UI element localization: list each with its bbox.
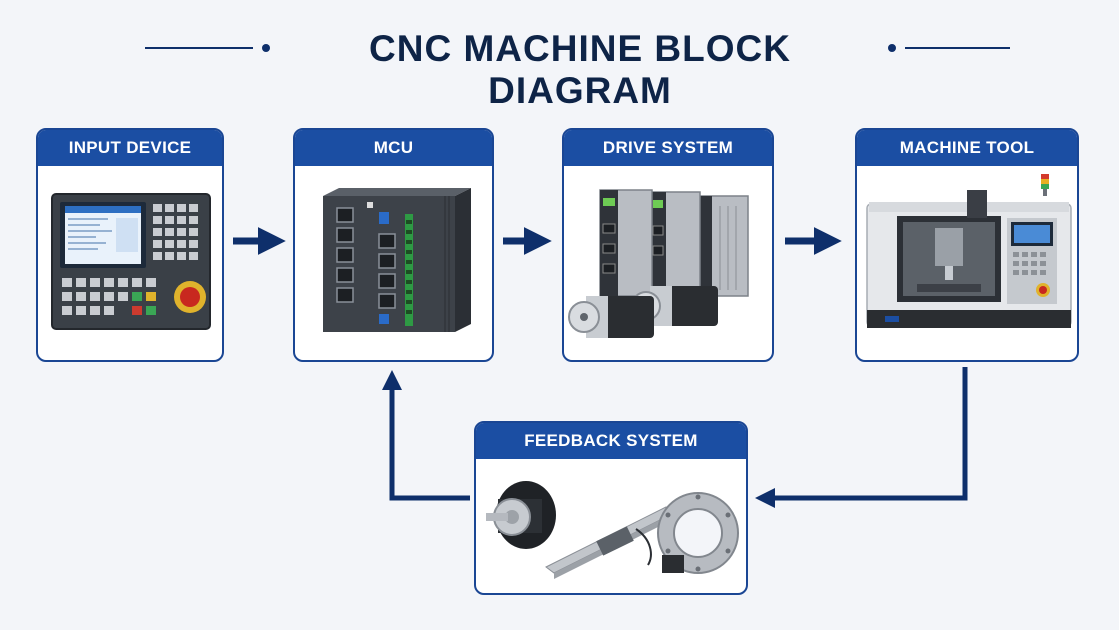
title-left-dot (262, 44, 270, 52)
title-left-line (145, 47, 253, 49)
block-drive-system-title: DRIVE SYSTEM (564, 130, 772, 166)
block-input-device: INPUT DEVICE (36, 128, 224, 362)
servo-drive-motor-icon (568, 189, 749, 338)
machine-tool-image (857, 166, 1077, 360)
block-machine-tool-title: MACHINE TOOL (857, 130, 1077, 166)
mcu-image (295, 166, 492, 360)
block-mcu-title: MCU (295, 130, 492, 166)
title-right-dot (888, 44, 896, 52)
drive-system-image (564, 166, 772, 360)
arrow-tool-to-feedback (754, 367, 968, 508)
block-drive-system: DRIVE SYSTEM (562, 128, 774, 362)
title-bar: CNC MACHINE BLOCK DIAGRAM (0, 22, 1119, 111)
input-device-image (38, 166, 222, 360)
page-title: CNC MACHINE BLOCK DIAGRAM (369, 28, 791, 111)
block-machine-tool: MACHINE TOOL (855, 128, 1079, 362)
block-input-device-title: INPUT DEVICE (38, 130, 222, 166)
cnc-machine-icon (866, 174, 1072, 328)
block-feedback-system: FEEDBACK SYSTEM (474, 421, 748, 595)
feedback-system-image (476, 459, 746, 593)
cnc-control-panel-icon (51, 193, 211, 330)
block-feedback-system-title: FEEDBACK SYSTEM (476, 423, 746, 459)
mcu-controller-icon (323, 188, 471, 332)
encoder-sensors-icon (486, 481, 739, 579)
arrow-feedback-to-mcu (382, 369, 470, 501)
block-mcu: MCU (293, 128, 494, 362)
title-right-line (905, 47, 1010, 49)
